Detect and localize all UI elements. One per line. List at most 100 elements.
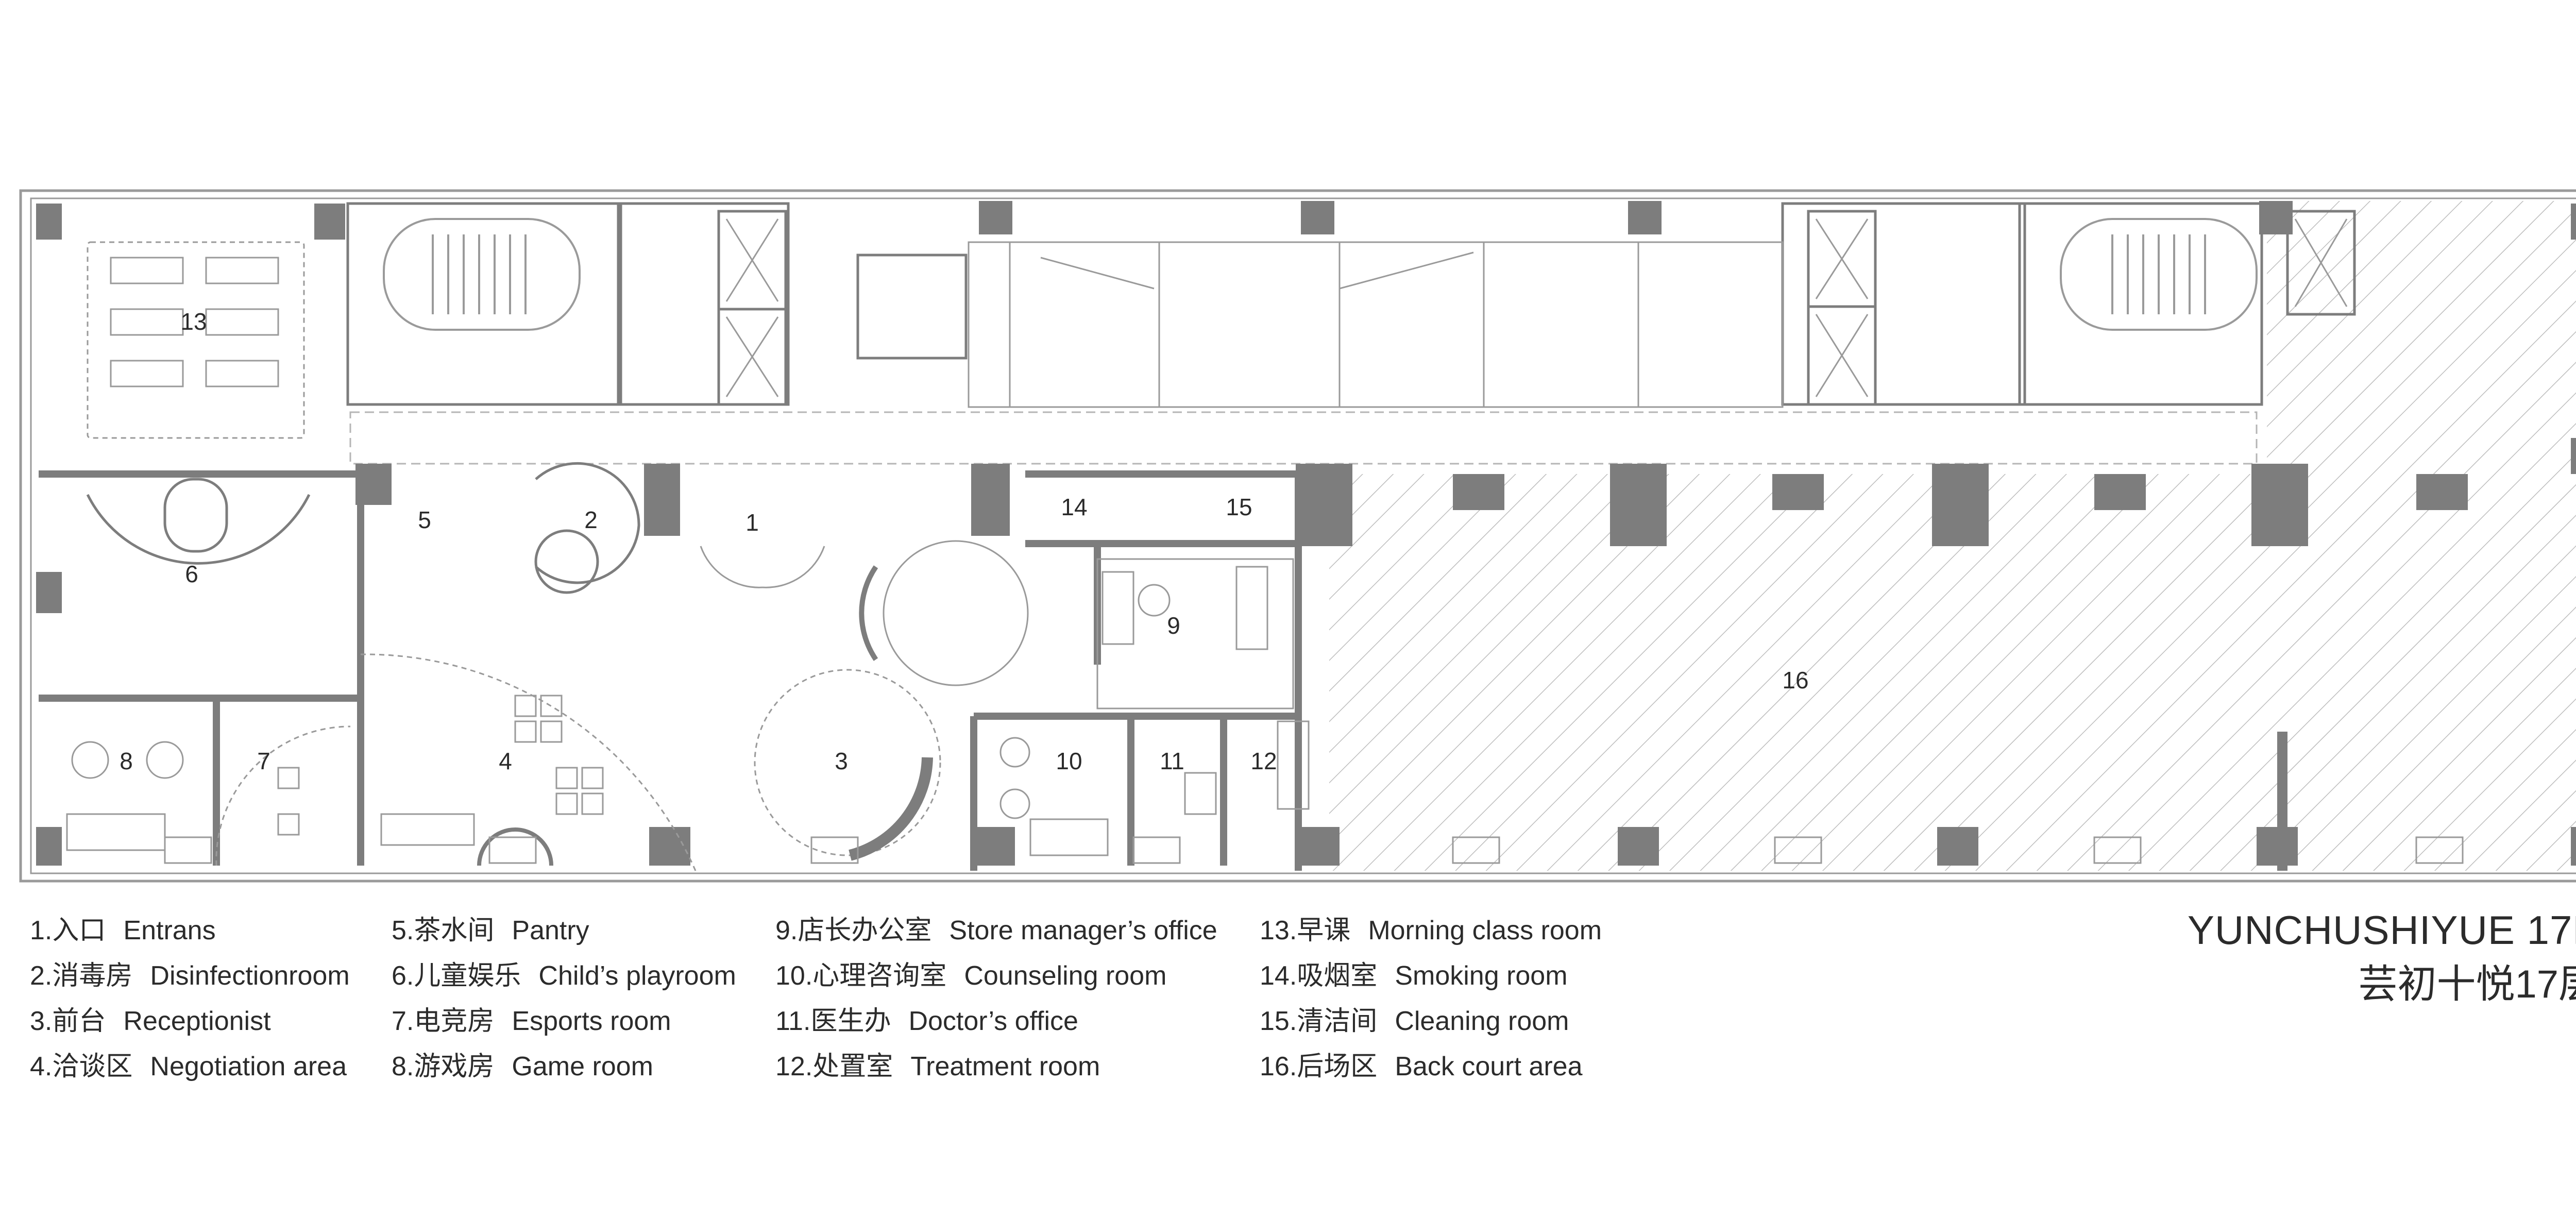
legend-cn: 早课 bbox=[1297, 916, 1351, 945]
legend-en: Entrans bbox=[123, 916, 216, 945]
legend-en: Morning class room bbox=[1368, 916, 1602, 945]
legend-en: Negotiation area bbox=[150, 1052, 347, 1081]
legend-en: Receptionist bbox=[123, 1006, 271, 1036]
legend-en: Doctor’s office bbox=[908, 1006, 1078, 1036]
legend-number: 6 bbox=[392, 961, 406, 991]
legend-cn: 电竞房 bbox=[414, 1006, 495, 1036]
corridor bbox=[349, 411, 2258, 465]
room-label-12: 12 bbox=[1250, 748, 1277, 774]
room-label-9: 9 bbox=[1167, 612, 1180, 639]
elevators-left bbox=[725, 218, 779, 397]
legend-number: 14 bbox=[1260, 961, 1290, 991]
room-label-4: 4 bbox=[499, 748, 512, 774]
legend-number: 15 bbox=[1260, 1006, 1290, 1036]
legend-number: 1 bbox=[30, 916, 45, 945]
legend-en: Game room bbox=[512, 1052, 653, 1081]
legend-cn: 前台 bbox=[52, 1006, 106, 1036]
room2-shape bbox=[534, 462, 640, 594]
rooms7-8-furniture bbox=[66, 725, 351, 866]
room-label-14: 14 bbox=[1061, 494, 1087, 520]
room-label-8: 8 bbox=[120, 748, 133, 774]
legend-cn: 消毒房 bbox=[52, 961, 133, 991]
back-court-walls bbox=[1453, 474, 2468, 871]
title-block: YUNCHUSHIYUE 17F 芸初十悦17层 bbox=[2188, 904, 2576, 1010]
legend-en: Counseling room bbox=[964, 961, 1167, 991]
legend-cn: 心理咨询室 bbox=[812, 961, 947, 991]
room-label-5: 5 bbox=[418, 506, 431, 533]
legend-en: Pantry bbox=[512, 916, 589, 945]
legend-number: 2 bbox=[30, 961, 45, 991]
legend-en: Treatment room bbox=[910, 1052, 1100, 1081]
stair-right bbox=[2060, 218, 2258, 331]
legend-en: Disinfectionroom bbox=[150, 961, 350, 991]
rooms10-12-furniture bbox=[999, 720, 1310, 856]
core-left bbox=[346, 202, 968, 406]
room3-reception bbox=[754, 540, 1029, 861]
legend-cn: 清洁间 bbox=[1297, 1006, 1378, 1036]
room-label-13: 13 bbox=[180, 308, 207, 335]
legend-en: Cleaning room bbox=[1395, 1006, 1569, 1036]
legend-en: Esports room bbox=[512, 1006, 671, 1036]
legend-number: 4 bbox=[30, 1052, 45, 1081]
south-windows bbox=[164, 836, 2464, 864]
legend-cn: 儿童娱乐 bbox=[414, 961, 521, 991]
room-label-10: 10 bbox=[1056, 748, 1082, 774]
stair-left bbox=[383, 218, 581, 331]
legend-cn: 医生办 bbox=[810, 1006, 891, 1036]
legend-en: Smoking room bbox=[1395, 961, 1568, 991]
elevators-right bbox=[1815, 218, 2348, 397]
room-label-16: 16 bbox=[1782, 667, 1808, 694]
room-labels: 1 2 3 4 5 6 7 8 9 10 11 12 13 14 15 16 bbox=[120, 308, 1808, 774]
building-outline bbox=[19, 189, 2576, 883]
legend-number: 10 bbox=[775, 961, 805, 991]
legend-cn: 游戏房 bbox=[414, 1052, 495, 1081]
room6-shape bbox=[86, 478, 311, 565]
legend-cn: 入口 bbox=[52, 916, 106, 945]
legend-number: 16 bbox=[1260, 1052, 1290, 1081]
legend-cn: 后场区 bbox=[1297, 1052, 1378, 1081]
room-label-3: 3 bbox=[835, 748, 848, 774]
legend-number: 13 bbox=[1260, 916, 1290, 945]
legend-cn: 洽谈区 bbox=[52, 1052, 133, 1081]
room9-furniture bbox=[1096, 558, 1294, 709]
room-label-15: 15 bbox=[1226, 494, 1252, 520]
room-label-6: 6 bbox=[185, 561, 198, 587]
legend-number: 12 bbox=[775, 1052, 805, 1081]
legend-cn: 店长办公室 bbox=[798, 916, 932, 945]
legend-number: 11 bbox=[775, 1006, 803, 1036]
drawing-title-cn: 芸初十悦17层 bbox=[2358, 962, 2576, 1006]
legend-en: Back court area bbox=[1395, 1052, 1583, 1081]
back-court-hatch bbox=[1329, 201, 2576, 871]
legend-en: Child’s playroom bbox=[538, 961, 736, 991]
legend-cn: 茶水间 bbox=[414, 916, 495, 945]
legend-number: 8 bbox=[392, 1052, 406, 1081]
room-label-2: 2 bbox=[584, 506, 598, 533]
room4-furniture bbox=[360, 653, 697, 871]
legend-number: 5 bbox=[392, 916, 406, 945]
atrium-void bbox=[968, 241, 1784, 408]
legend-number: 3 bbox=[30, 1006, 45, 1036]
legend-cn: 处置室 bbox=[812, 1052, 893, 1081]
room-label-7: 7 bbox=[257, 748, 270, 774]
legend-en: Store manager’s office bbox=[949, 916, 1217, 945]
